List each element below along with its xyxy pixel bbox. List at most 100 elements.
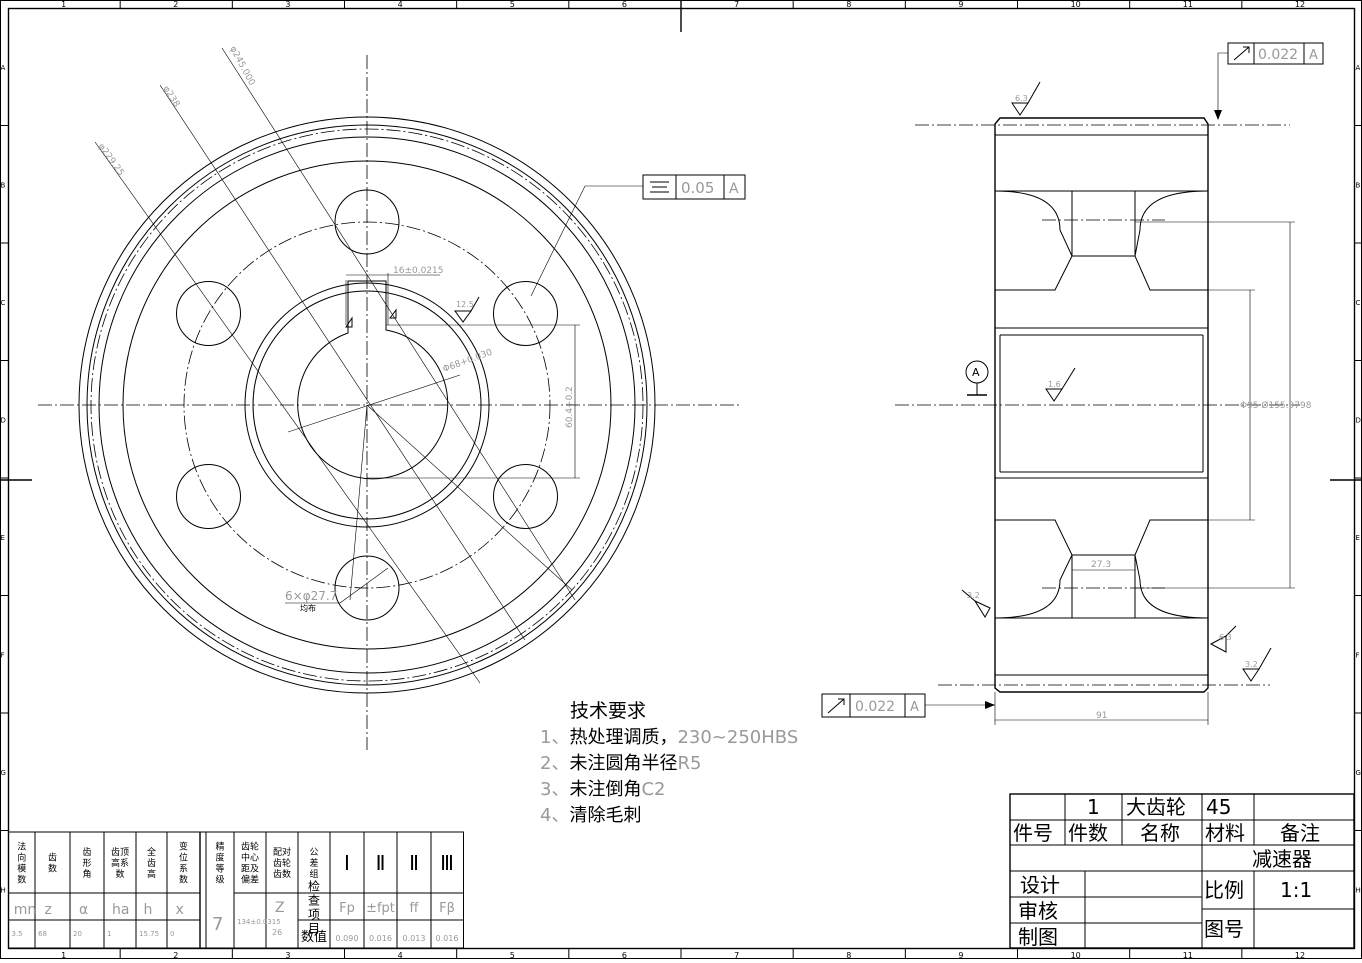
center-distance-value: 134±0.0315	[237, 918, 281, 926]
value-label: 数值	[301, 929, 327, 945]
zone-letter-left: H	[1, 886, 6, 894]
zone-letter-right: E	[1356, 534, 1360, 542]
zone-letter-right: F	[1356, 651, 1360, 659]
zone-number-top: 11	[1183, 0, 1193, 9]
tolerance-roman: Ⅱ	[376, 851, 386, 875]
review-label: 审核	[1018, 899, 1058, 923]
datum-label: A	[972, 366, 980, 379]
zone-letter-right: A	[1356, 64, 1361, 72]
tolerance-roman: Ⅲ	[440, 851, 454, 875]
pitch-circle	[90, 128, 644, 682]
zone-number-top: 1	[61, 0, 66, 9]
front-view	[38, 47, 740, 750]
material-value: 45	[1206, 795, 1231, 819]
zone-number-bottom: 10	[1071, 951, 1081, 959]
check-symbol: ff	[410, 901, 420, 916]
tech-item-3: 3、未注倒角C2	[540, 779, 665, 800]
param-header: 变位系数	[179, 841, 188, 886]
param-header: 全齿高	[147, 846, 156, 880]
tech-title: 技术要求	[570, 700, 646, 722]
param-header: 齿数	[48, 853, 57, 875]
dim-hub-diameter: Φ95 Ø155.9798	[1240, 400, 1312, 411]
roughness-value: 6.3	[1015, 94, 1028, 103]
hdr-part-no: 件号	[1013, 821, 1053, 845]
param-value: 1	[107, 930, 111, 938]
scale-value: 1:1	[1280, 878, 1312, 902]
flatness-datum: A	[729, 181, 739, 197]
runout-frame-top: 0.022 A	[1227, 42, 1324, 65]
param-symbol: α	[79, 902, 88, 918]
param-header: 齿顶高系数	[111, 847, 129, 880]
tolerance-roman: Ⅰ	[344, 851, 350, 875]
roughness-value: 3.2	[1245, 660, 1258, 669]
zone-letter-left: B	[1, 181, 6, 189]
center-distance-header: 齿轮中心距及偏差	[241, 841, 259, 886]
zone-number-bottom: 6	[622, 951, 627, 959]
gear-parameter-table	[8, 831, 464, 949]
check-symbol: Fβ	[439, 901, 455, 916]
zone-number-bottom: 3	[285, 951, 290, 959]
mate-value: 26	[272, 928, 282, 937]
zone-number-bottom: 2	[173, 951, 178, 959]
hdr-remark: 备注	[1280, 821, 1320, 845]
zone-number-bottom: 4	[398, 951, 403, 959]
param-value: 68	[38, 930, 47, 938]
scale-label: 比例	[1204, 878, 1244, 902]
roughness-value: 1.6	[1048, 380, 1061, 389]
zone-letter-right: B	[1356, 181, 1361, 189]
dim-root-diameter: φ229.25	[96, 142, 126, 178]
param-symbol: ha	[112, 902, 129, 918]
zone-number-top: 4	[398, 0, 403, 9]
zone-letter-right: H	[1356, 886, 1361, 894]
hdr-qty: 件数	[1068, 821, 1108, 845]
zone-number-top: 2	[173, 0, 178, 9]
dim-holes-note: 均布	[300, 603, 316, 613]
precision-header: 精度等级	[215, 841, 224, 886]
zone-number-bottom: 1	[61, 951, 66, 959]
dim-outer-diameter: φ245.000	[227, 45, 256, 88]
zone-number-bottom: 12	[1295, 951, 1305, 959]
hub-outer-circle	[244, 282, 490, 528]
zone-number-top: 3	[285, 0, 290, 9]
zone-number-top: 12	[1295, 0, 1305, 9]
design-label: 设计	[1020, 873, 1060, 897]
dim-keyway-width: 16±0.0215	[393, 266, 443, 276]
mate-symbol: Z	[275, 900, 285, 916]
tech-item-1: 1、热处理调质，230~250HBS	[540, 727, 798, 748]
zone-letter-left: E	[1, 534, 5, 542]
roughness-value: 6.3	[1219, 633, 1232, 642]
zone-letter-right: C	[1356, 299, 1361, 307]
check-symbol: ±fpt	[366, 901, 395, 916]
dim-holes: 6×φ27.7	[285, 589, 337, 603]
gear-parameter-values: 法向模数mn3.5齿数z68齿形角α20齿顶高系数ha1全齿高h15.75变位系…	[12, 841, 459, 946]
param-value: 0	[170, 930, 174, 938]
lightening-hole	[334, 555, 400, 621]
dim-web-thickness: 27.3	[1091, 560, 1111, 570]
zone-number-top: 9	[958, 0, 963, 9]
side-view	[895, 52, 1300, 725]
draw-label: 制图	[1018, 925, 1058, 949]
lightening-hole	[176, 464, 241, 529]
tolerance-roman: Ⅱ	[409, 851, 419, 875]
zone-number-bottom: 7	[734, 951, 739, 959]
zone-number-top: 7	[734, 0, 739, 9]
param-symbol: mn	[14, 902, 37, 918]
technical-requirements: 技术要求 1、热处理调质，230~250HBS 2、未注圆角半径R5 3、未注倒…	[540, 700, 798, 826]
dim-width: 91	[1096, 711, 1107, 721]
rim-inner-circle	[122, 160, 612, 650]
zone-number-bottom: 11	[1183, 951, 1193, 959]
dim-keyway-depth: 60.4+0.2	[565, 386, 575, 428]
hdr-name: 名称	[1140, 821, 1180, 845]
zone-number-bottom: 8	[846, 951, 851, 959]
flatness-value: 0.05	[681, 179, 714, 197]
runout-datum: A	[1309, 48, 1318, 63]
zone-letter-left: C	[1, 299, 6, 307]
param-header: 齿形角	[82, 847, 91, 880]
check-item-label: 检查项目	[308, 879, 320, 936]
hdr-material: 材料	[1205, 821, 1245, 845]
check-value: 0.013	[403, 934, 426, 943]
assembly-name: 减速器	[1252, 847, 1312, 871]
param-symbol: x	[176, 902, 184, 918]
